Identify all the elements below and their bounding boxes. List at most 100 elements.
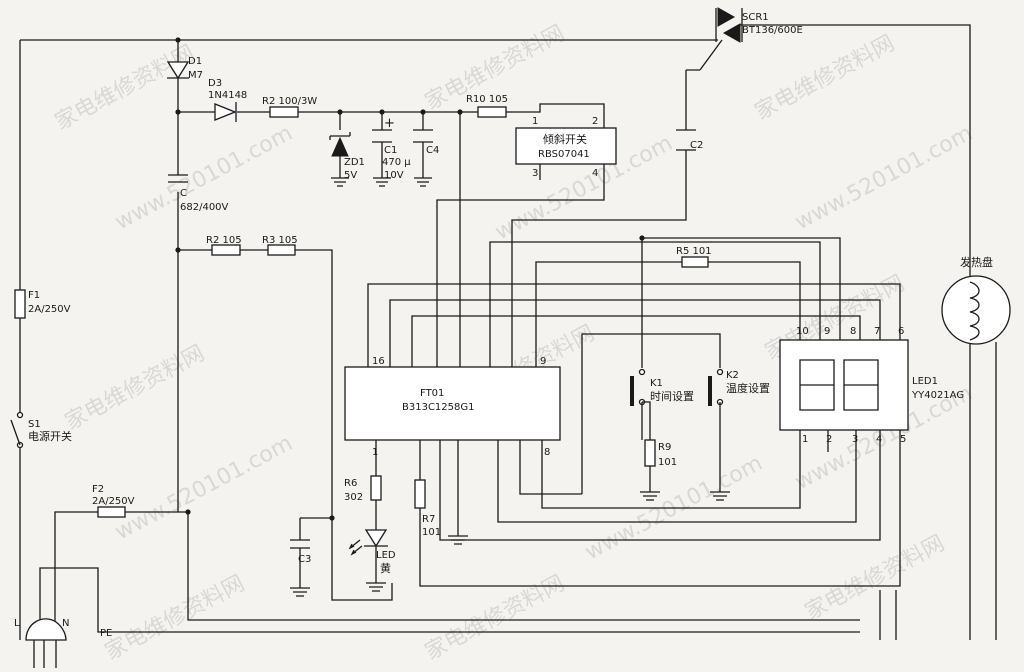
ic-pin-8: 8 bbox=[544, 447, 550, 458]
ic-label: FT01 bbox=[420, 388, 444, 399]
led-label: LED bbox=[376, 550, 396, 561]
r5-label: R5 101 bbox=[676, 246, 712, 257]
s1-label: S1 bbox=[28, 419, 41, 430]
triac-scr1: SCR1 BT136/600E bbox=[699, 7, 803, 71]
plug-pe-label: PE bbox=[100, 628, 112, 639]
tilt-pin-2: 2 bbox=[592, 116, 598, 127]
d3-value: 1N4148 bbox=[208, 90, 247, 101]
led1-label: LED1 bbox=[912, 376, 938, 387]
c3-label: C3 bbox=[298, 554, 311, 565]
led1-part: YY4021AG bbox=[911, 390, 964, 401]
tilt-switch: 倾斜开关 RBS07041 1 2 3 4 bbox=[515, 116, 617, 179]
r6-value: 302 bbox=[344, 492, 363, 503]
zd1-label: ZD1 bbox=[344, 157, 365, 168]
r2-label: R2 105 bbox=[206, 235, 242, 246]
led1-pin-1: 1 bbox=[802, 434, 808, 445]
c4-label: C4 bbox=[426, 145, 439, 156]
led1-pin-2: 2 bbox=[826, 434, 832, 445]
capacitor-c-main: C 682/400V bbox=[168, 174, 229, 213]
resistor-r10: R10 105 bbox=[466, 94, 508, 118]
r10-label: R10 105 bbox=[466, 94, 508, 105]
led1-pin-7: 7 bbox=[874, 326, 880, 337]
d1-label: D1 bbox=[188, 56, 202, 67]
watermark-url: www.520101.com bbox=[111, 121, 297, 236]
f2-value: 2A/250V bbox=[92, 496, 135, 507]
resistor-r6: R6 302 bbox=[344, 475, 382, 503]
k2-label: K2 bbox=[726, 370, 739, 381]
led-indicator: LED 黄 bbox=[348, 529, 396, 583]
watermark-text: 家电维修资料网 bbox=[101, 571, 249, 665]
ic-ft01: FT01 B313C1258G1 16 9 1 8 bbox=[344, 356, 561, 458]
zd1-value: 5V bbox=[344, 170, 357, 181]
tilt-pin-4: 4 bbox=[592, 168, 598, 179]
capacitor-c4: C4 bbox=[413, 129, 439, 156]
diode-d3: D3 1N4148 bbox=[208, 78, 247, 122]
fuse-f1: F1 2A/250V bbox=[14, 289, 71, 319]
capacitor-c2: C2 bbox=[676, 129, 703, 151]
c1-value: 470 μ bbox=[382, 157, 411, 168]
tilt-pin-3: 3 bbox=[532, 168, 538, 179]
c1-plus-sign: + bbox=[384, 116, 395, 131]
led1-pin-3: 3 bbox=[852, 434, 858, 445]
heater-label: 发热盘 bbox=[960, 255, 993, 269]
ic-pin-1: 1 bbox=[372, 447, 378, 458]
led1-pin-5: 5 bbox=[900, 434, 906, 445]
k2-name: 温度设置 bbox=[726, 381, 770, 395]
watermark-text: 家电维修资料网 bbox=[61, 341, 209, 435]
resistor-r2: R2 105 bbox=[206, 235, 242, 256]
r7-label: R7 bbox=[422, 514, 435, 525]
k1-label: K1 bbox=[650, 378, 663, 389]
r9-label: R9 bbox=[658, 442, 671, 453]
c1-label: C1 bbox=[384, 145, 397, 156]
r7-value: 101 bbox=[422, 527, 441, 538]
d1-value: M7 bbox=[188, 70, 203, 81]
led1-pin-4: 4 bbox=[876, 434, 882, 445]
watermark-text: 家电维修资料网 bbox=[801, 531, 949, 625]
resistor-r5: R5 101 bbox=[676, 246, 712, 268]
r3-label: R3 105 bbox=[262, 235, 298, 246]
f1-value: 2A/250V bbox=[28, 304, 71, 315]
watermark-text: 家电维修资料网 bbox=[421, 571, 569, 665]
d3-label: D3 bbox=[208, 78, 222, 89]
r2-power-label: R2 100/3W bbox=[262, 96, 317, 107]
r9-value: 101 bbox=[658, 457, 677, 468]
ground-symbols bbox=[290, 177, 730, 597]
power-switch-s1: S1 电源开关 bbox=[10, 411, 72, 449]
led1-pin-10: 10 bbox=[796, 326, 809, 337]
f2-label: F2 bbox=[92, 484, 104, 495]
s1-name: 电源开关 bbox=[28, 429, 72, 443]
resistor-r2-power: R2 100/3W bbox=[262, 96, 317, 118]
wiring bbox=[19, 24, 997, 640]
led1-pin-9: 9 bbox=[824, 326, 830, 337]
led-display-led1: LED1 YY4021AG 10 9 8 7 6 1 2 3 4 5 bbox=[779, 326, 964, 445]
resistor-r7: R7 101 bbox=[414, 479, 441, 538]
fuse-f2: F2 2A/250V bbox=[92, 484, 135, 518]
tilt-pin-1: 1 bbox=[532, 116, 538, 127]
led1-pin-8: 8 bbox=[850, 326, 856, 337]
f1-label: F1 bbox=[28, 290, 40, 301]
c2-label: C2 bbox=[690, 140, 703, 151]
scr1-value: BT136/600E bbox=[742, 25, 803, 36]
watermark-url: www.520101.com bbox=[791, 121, 977, 236]
tilt-switch-part: RBS07041 bbox=[538, 149, 590, 160]
ic-pin-16: 16 bbox=[372, 356, 385, 367]
c-main-value: 682/400V bbox=[180, 202, 229, 213]
led1-pin-6: 6 bbox=[898, 326, 904, 337]
plug-l-label: L bbox=[14, 618, 20, 629]
tilt-switch-name: 倾斜开关 bbox=[543, 132, 587, 146]
k1-name: 时间设置 bbox=[650, 390, 694, 403]
ic-pin-9: 9 bbox=[540, 356, 546, 367]
zener-zd1: ZD1 5V bbox=[329, 132, 365, 181]
watermark-url: www.520101.com bbox=[111, 431, 297, 546]
watermark-text: 家电维修资料网 bbox=[751, 31, 899, 125]
capacitor-c3: C3 bbox=[290, 539, 311, 588]
power-plug: L N PE bbox=[14, 618, 112, 668]
resistor-r3: R3 105 bbox=[262, 235, 298, 256]
resistor-r9: R9 101 bbox=[642, 401, 677, 492]
led-color: 黄 bbox=[380, 561, 391, 575]
c-main-label: C bbox=[180, 188, 187, 199]
junctions bbox=[175, 37, 645, 521]
diode-d1: D1 M7 bbox=[166, 56, 203, 81]
